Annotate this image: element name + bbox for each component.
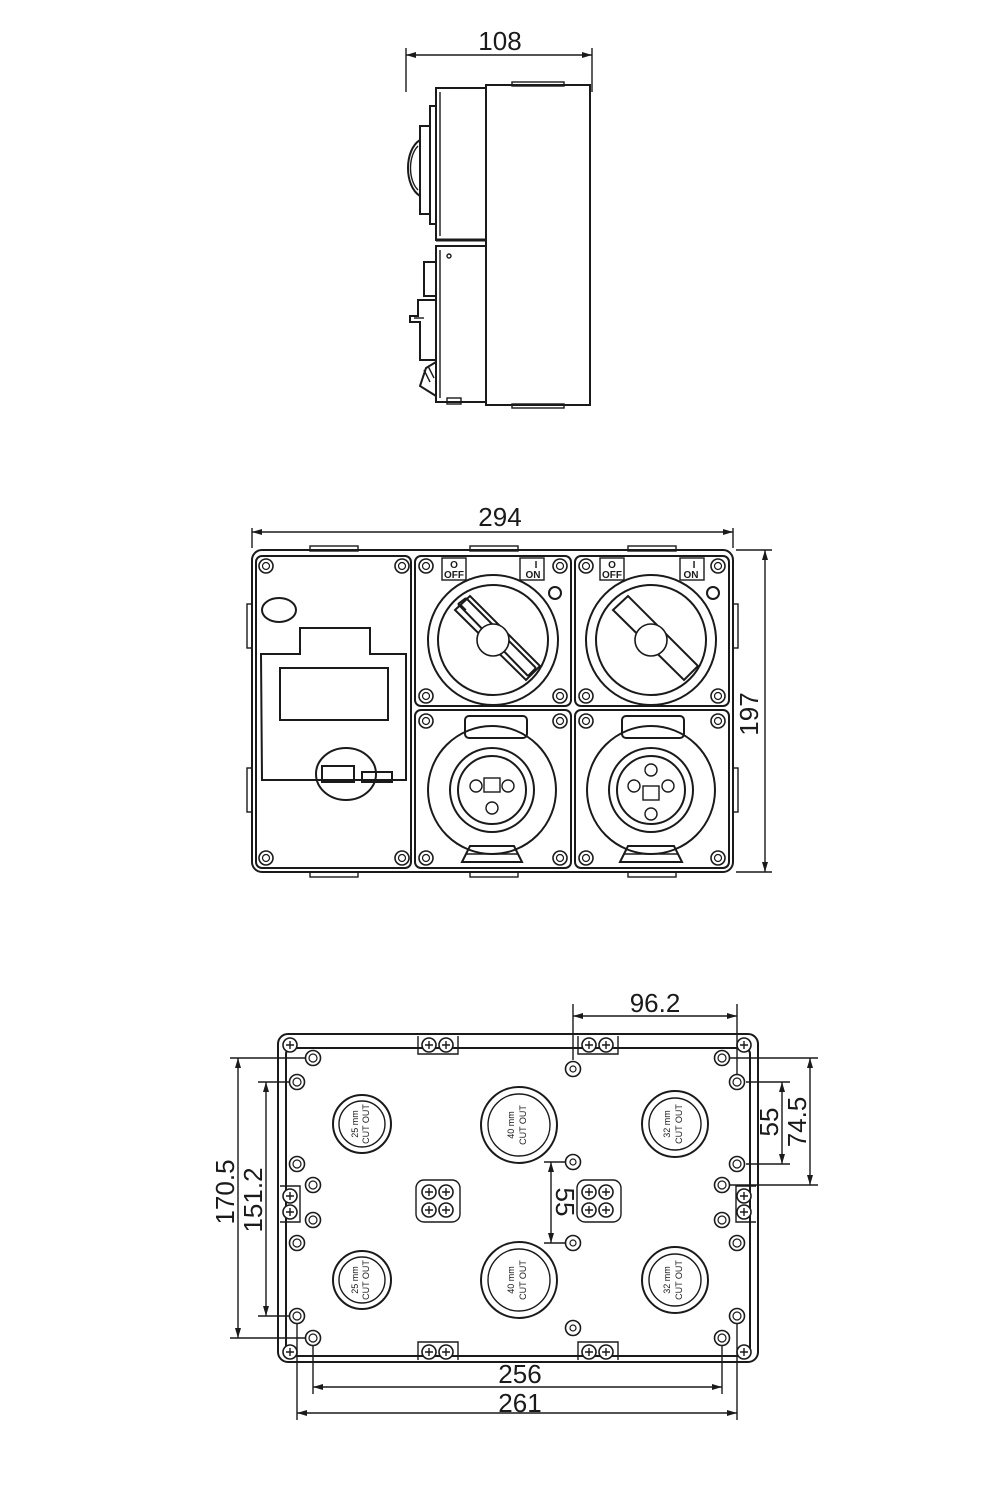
switch-left-off-label: OFF — [444, 570, 464, 581]
dim-right-inner: 55 — [746, 1081, 790, 1165]
front-socket-left[interactable] — [414, 709, 572, 869]
cutout-tc-label: CUT OUT — [518, 1105, 528, 1145]
dim-right-outer-label: 74.5 — [782, 1097, 812, 1148]
rear-center-cluster-left — [415, 1179, 461, 1223]
cutout-tl-size: 25 mm — [350, 1110, 360, 1138]
dim-center: 55 — [544, 1161, 580, 1244]
cutout-top-right: 32 mm CUT OUT — [641, 1090, 709, 1158]
switch-right-off-label: OFF — [602, 570, 622, 581]
front-view: 294 197 — [246, 502, 772, 878]
switch-right-off-symbol: O — [608, 560, 616, 571]
cutout-bottom-left: 25 mm CUT OUT — [332, 1250, 392, 1310]
dim-left-inner: 151.2 — [238, 1081, 289, 1317]
side-width-dimension: 108 — [405, 26, 593, 92]
dim-top-spacing: 96.2 — [572, 988, 738, 1074]
front-switch-left[interactable]: O OFF I ON — [414, 555, 572, 707]
dim-left-outer: 170.5 — [210, 1057, 305, 1339]
dim-right-inner-label: 55 — [754, 1108, 784, 1137]
dim-bottom-inner-label: 256 — [498, 1359, 541, 1389]
rear-enclosure-outer — [277, 1033, 759, 1363]
switch-left-off-symbol: O — [450, 560, 458, 571]
cutout-bc-size: 40 mm — [506, 1266, 516, 1294]
side-switch-profile — [429, 105, 436, 225]
switch-left-on-symbol: I — [535, 560, 538, 571]
socket-left-latch[interactable] — [460, 845, 524, 863]
front-height-label: 197 — [734, 692, 764, 735]
cutout-tl-label: CUT OUT — [361, 1104, 371, 1144]
socket-right-latch[interactable] — [618, 845, 684, 863]
front-breaker-compartment — [255, 555, 412, 869]
front-indicator-lens — [261, 597, 297, 623]
switch-right-handle[interactable] — [611, 594, 700, 682]
cutout-br-label: CUT OUT — [674, 1260, 684, 1300]
cutout-tc-size: 40 mm — [506, 1111, 516, 1139]
dim-left-outer-label: 170.5 — [210, 1159, 240, 1224]
cutout-top-center: 40 mm CUT OUT — [480, 1086, 558, 1164]
switch-left-on-label: ON — [526, 570, 541, 581]
dim-left-inner-label: 151.2 — [238, 1167, 268, 1232]
dim-bottom-inner: 256 — [312, 1346, 723, 1394]
dim-center-label: 55 — [550, 1188, 580, 1217]
front-width-dimension: 294 — [251, 502, 734, 548]
side-enclosure-body — [485, 84, 591, 406]
side-width-label: 108 — [478, 26, 521, 56]
dim-bottom-outer-label: 261 — [498, 1388, 541, 1418]
dim-top-spacing-label: 96.2 — [630, 988, 681, 1018]
front-height-dimension: 197 — [734, 549, 772, 873]
cutout-tr-size: 32 mm — [662, 1110, 672, 1138]
front-switch-right[interactable]: O OFF I ON — [574, 555, 730, 707]
cutout-br-size: 32 mm — [662, 1266, 672, 1294]
dim-bottom-outer: 261 — [296, 1324, 738, 1420]
dim-right-outer: 74.5 — [730, 1057, 818, 1186]
front-width-label: 294 — [478, 502, 521, 532]
front-breaker-window — [259, 627, 407, 781]
switch-right-on-symbol: I — [693, 560, 696, 571]
cutout-bc-label: CUT OUT — [518, 1260, 528, 1300]
rear-view: 25 mm CUT OUT 40 mm CUT OUT 32 mm CUT OU… — [210, 988, 818, 1420]
rear-center-cluster-right — [576, 1179, 622, 1223]
side-view: 108 — [405, 26, 593, 409]
cutout-tr-label: CUT OUT — [674, 1104, 684, 1144]
cutout-bottom-center: 40 mm CUT OUT — [480, 1241, 558, 1319]
side-upper-cover — [435, 87, 486, 241]
cutout-top-left: 25 mm CUT OUT — [332, 1094, 392, 1154]
cutout-bottom-right: 32 mm CUT OUT — [641, 1246, 709, 1314]
cutout-bl-size: 25 mm — [350, 1266, 360, 1294]
switch-right-on-label: ON — [684, 570, 699, 581]
front-socket-right[interactable] — [574, 709, 730, 869]
cutout-bl-label: CUT OUT — [361, 1260, 371, 1300]
